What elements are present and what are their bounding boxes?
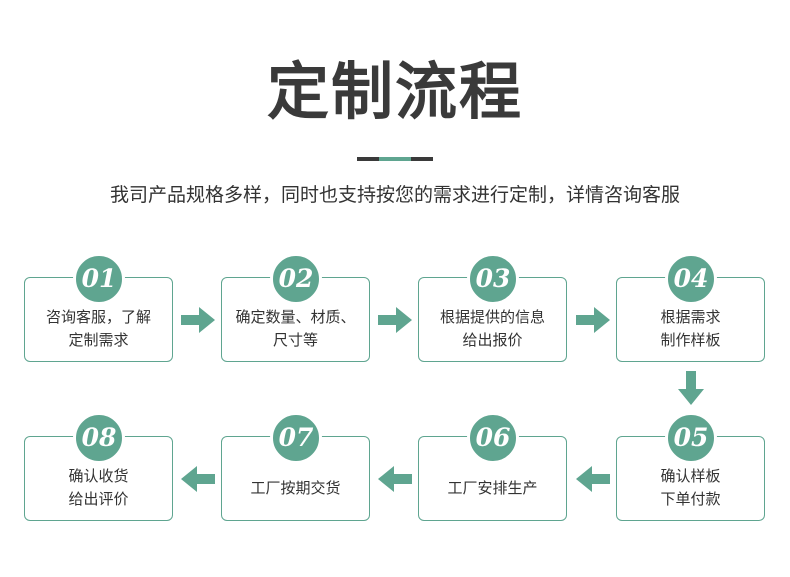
- title-divider-center: [379, 157, 411, 161]
- step-text-4: 根据需求 制作样板: [660, 308, 721, 349]
- arrow-right-icon: [181, 307, 215, 333]
- step-number-badge-8: 08: [73, 412, 125, 464]
- step-number-badge-5: 05: [665, 412, 717, 464]
- step-text-1: 咨询客服，了解 定制需求: [45, 308, 151, 349]
- title-divider-left: [357, 157, 379, 161]
- step-text-7: 工厂按期交货: [250, 479, 341, 497]
- arrow-down-icon: [678, 371, 704, 405]
- step-text-6: 工厂安排生产: [447, 479, 538, 497]
- step-text-2: 确定数量、材质、 尺寸等: [235, 308, 356, 349]
- step-text-8: 确认收货 给出评价: [68, 467, 129, 508]
- step-text-5: 确认样板 下单付款: [660, 467, 721, 508]
- step-text-3: 根据提供的信息 给出报价: [439, 308, 545, 349]
- arrow-left-icon: [576, 466, 610, 492]
- arrow-right-icon: [576, 307, 610, 333]
- title-divider-right: [411, 157, 433, 161]
- arrow-right-icon: [378, 307, 412, 333]
- step-number-badge-3: 03: [467, 253, 519, 305]
- arrow-left-icon: [378, 466, 412, 492]
- step-number-badge-2: 02: [270, 253, 322, 305]
- step-number-badge-6: 06: [467, 412, 519, 464]
- step-box-5: 确认样板 下单付款: [616, 436, 765, 521]
- step-number-badge-7: 07: [270, 412, 322, 464]
- page-subtitle: 我司产品规格多样，同时也支持按您的需求进行定制，详情咨询客服: [109, 184, 680, 206]
- arrow-left-icon: [181, 466, 215, 492]
- step-number-badge-1: 01: [73, 253, 125, 305]
- step-number-badge-4: 04: [665, 253, 717, 305]
- page-title: 定制流程: [266, 55, 523, 128]
